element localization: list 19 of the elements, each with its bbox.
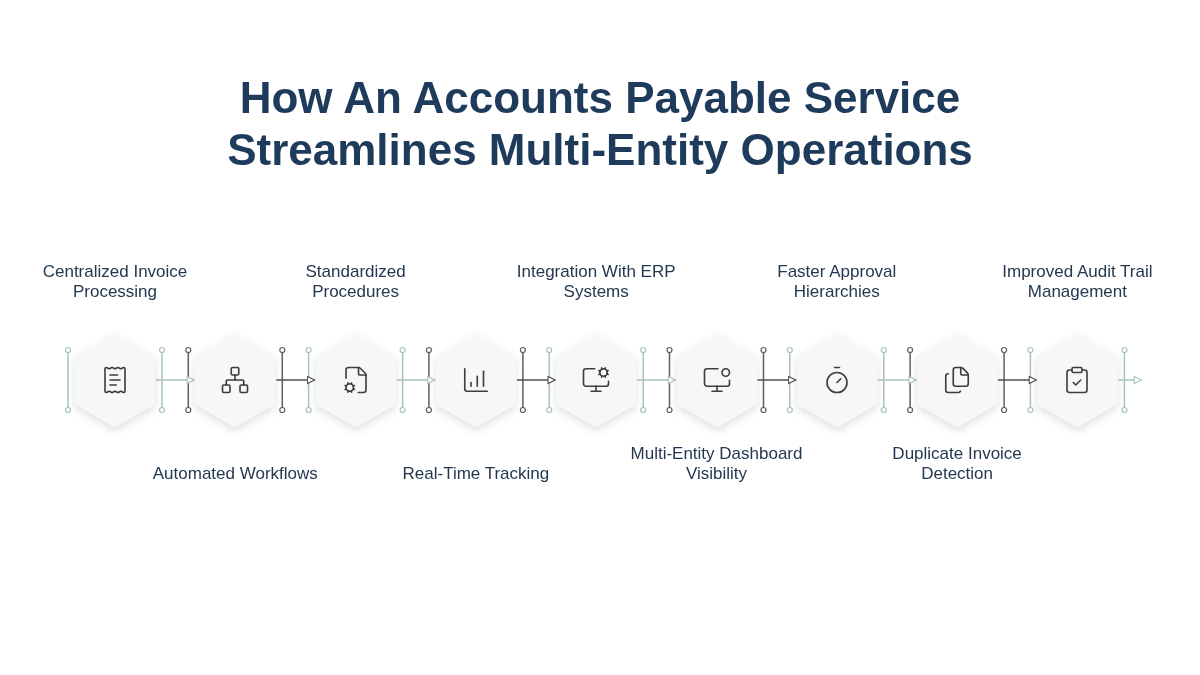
arrow <box>997 375 1038 385</box>
step-label: Faster Approval Hierarchies <box>776 262 898 302</box>
arrow <box>395 375 436 385</box>
arrow <box>756 375 797 385</box>
step-label: Duplicate Invoice Detection <box>891 444 1023 484</box>
step-label: Standardized Procedures <box>304 262 407 302</box>
step-label: Automated Workflows <box>151 464 319 484</box>
arrow <box>1117 375 1143 385</box>
step-label: Centralized Invoice Processing <box>41 262 189 302</box>
arrow <box>155 375 196 385</box>
title: How An Accounts Payable Service Streamlines Multi-Entity Operations <box>226 72 974 176</box>
arrow <box>636 375 677 385</box>
step-label: Integration With ERP Systems <box>515 262 677 302</box>
arrow <box>275 375 316 385</box>
arrow <box>877 375 917 385</box>
step-label: Improved Audit Trail Management <box>1001 262 1154 302</box>
arrow <box>516 375 556 385</box>
step-label: Real-Time Tracking <box>401 464 551 484</box>
step-label: Multi-Entity Dashboard Visibility <box>629 444 804 484</box>
